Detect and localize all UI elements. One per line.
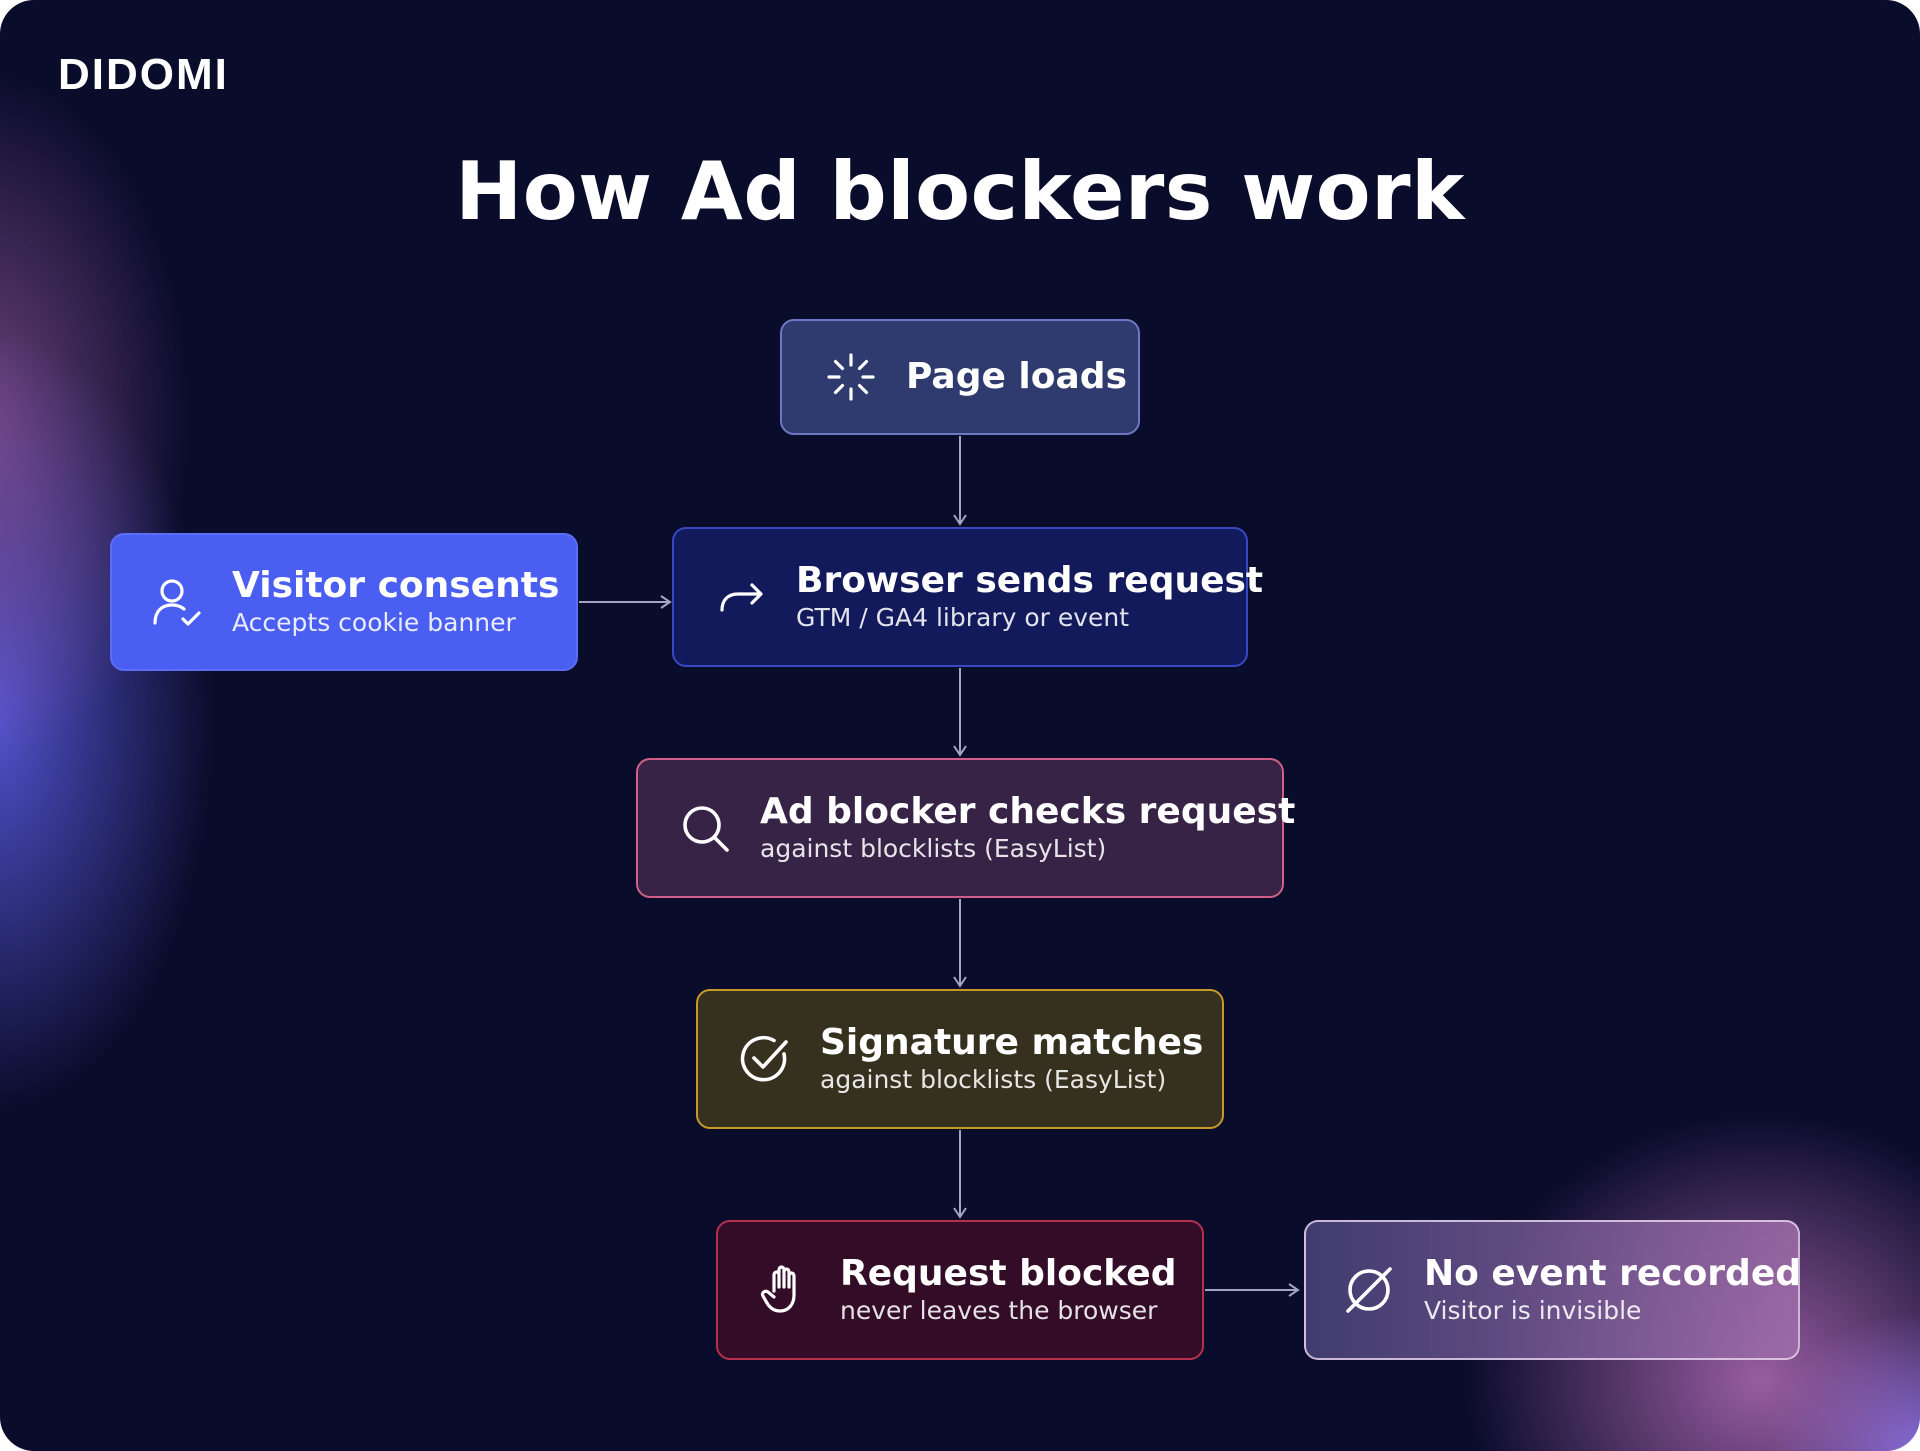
hand-stop-icon <box>758 1263 812 1317</box>
empty-set-icon <box>1342 1263 1396 1317</box>
node-ad-blocker-checks: Ad blocker checks request against blockl… <box>636 758 1295 898</box>
search-icon <box>678 801 732 855</box>
brand-logo: DIDOMI <box>58 50 229 99</box>
node-label: Visitor consents <box>232 565 560 606</box>
node-sublabel: never leaves the browser <box>840 1296 1158 1325</box>
node-label: Page loads <box>906 356 1127 397</box>
node-request-blocked: Request blocked never leaves the browser <box>716 1220 1204 1360</box>
loader-icon <box>824 350 878 404</box>
node-label: Browser sends request <box>796 560 1264 601</box>
node-text: Signature matches against blocklists (Ea… <box>820 1022 1203 1096</box>
user-check-icon <box>150 575 204 629</box>
node-text: Request blocked never leaves the browser <box>840 1253 1176 1327</box>
node-sublabel: against blocklists (EasyList) <box>760 834 1107 863</box>
node-text: No event recorded Visitor is invisible <box>1424 1253 1801 1327</box>
node-label: No event recorded <box>1424 1253 1802 1294</box>
node-sublabel: GTM / GA4 library or event <box>796 603 1130 632</box>
node-text: Browser sends request GTM / GA4 library … <box>796 560 1263 634</box>
node-text: Visitor consents Accepts cookie banner <box>232 565 559 639</box>
node-label: Signature matches <box>820 1022 1204 1063</box>
node-browser-sends-request: Browser sends request GTM / GA4 library … <box>672 527 1263 667</box>
node-label: Ad blocker checks request <box>760 791 1296 832</box>
node-sublabel: against blocklists (EasyList) <box>820 1065 1167 1094</box>
node-sublabel: Accepts cookie banner <box>232 608 516 637</box>
node-text: Page loads <box>906 356 1127 398</box>
node-page-loads: Page loads <box>780 319 1140 435</box>
node-signature-matches: Signature matches against blocklists (Ea… <box>696 989 1224 1129</box>
node-sublabel: Visitor is invisible <box>1424 1296 1642 1325</box>
node-label: Request blocked <box>840 1253 1177 1294</box>
node-visitor-consents: Visitor consents Accepts cookie banner <box>110 533 578 671</box>
page-title: How Ad blockers work <box>455 145 1465 238</box>
node-text: Ad blocker checks request against blockl… <box>760 791 1295 865</box>
redirect-arrow-icon <box>714 570 768 624</box>
node-no-event-recorded: No event recorded Visitor is invisible <box>1304 1220 1801 1360</box>
check-circle-icon <box>738 1032 792 1086</box>
